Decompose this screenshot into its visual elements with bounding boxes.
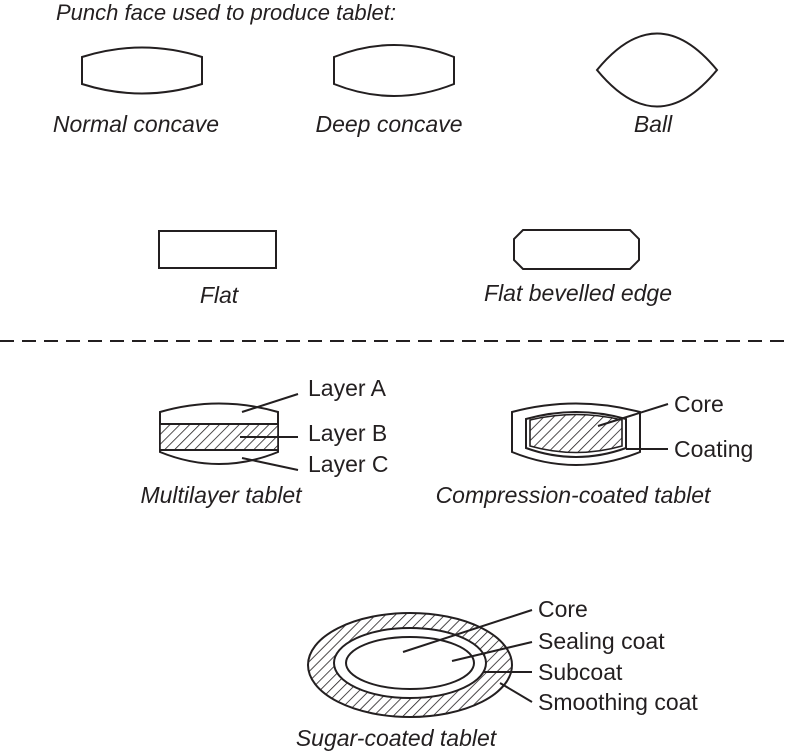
subcoat-label: Subcoat	[538, 659, 623, 685]
layer-c-leader	[241, 457, 299, 471]
flat-shape	[158, 230, 277, 269]
page-title: Punch face used to produce tablet:	[56, 0, 396, 25]
sugar-core	[345, 636, 475, 690]
sugar-core-leader	[402, 609, 533, 653]
sugar-caption: Sugar-coated tablet	[296, 725, 498, 751]
flat-bevelled-edge-label: Flat bevelled edge	[484, 280, 672, 306]
core-leader	[597, 403, 669, 427]
smoothing-coat-leader	[499, 682, 533, 703]
smoothing-coat-label: Smoothing coat	[538, 689, 698, 715]
ball-label: Ball	[634, 111, 673, 137]
multilayer-caption: Multilayer tablet	[140, 482, 303, 508]
sealing-coat-leader	[451, 641, 533, 662]
normal-concave-label: Normal concave	[53, 111, 219, 137]
compression-core	[529, 413, 623, 454]
layer-b-label: Layer B	[308, 420, 387, 446]
flat-bevelled-edge-shape	[513, 229, 640, 270]
sealing-coat-label: Sealing coat	[538, 628, 665, 654]
compression-coating-label: Coating	[674, 436, 753, 462]
compression-coated-tablet	[511, 402, 669, 466]
multilayer-tablet	[159, 393, 299, 471]
compression-core-label: Core	[674, 391, 724, 417]
deep-concave-shape	[333, 44, 455, 97]
layer-a-label: Layer A	[308, 375, 387, 401]
deep-concave-label: Deep concave	[315, 111, 462, 137]
sugar-coated-tablet	[307, 609, 533, 718]
compression-caption: Compression-coated tablet	[436, 482, 712, 508]
sugar-core-label: Core	[538, 596, 588, 622]
ball-shape	[595, 32, 719, 108]
flat-label: Flat	[200, 282, 240, 308]
layer-a-leader	[241, 393, 299, 413]
layer-c-label: Layer C	[308, 451, 389, 477]
normal-concave-shape	[81, 46, 203, 95]
